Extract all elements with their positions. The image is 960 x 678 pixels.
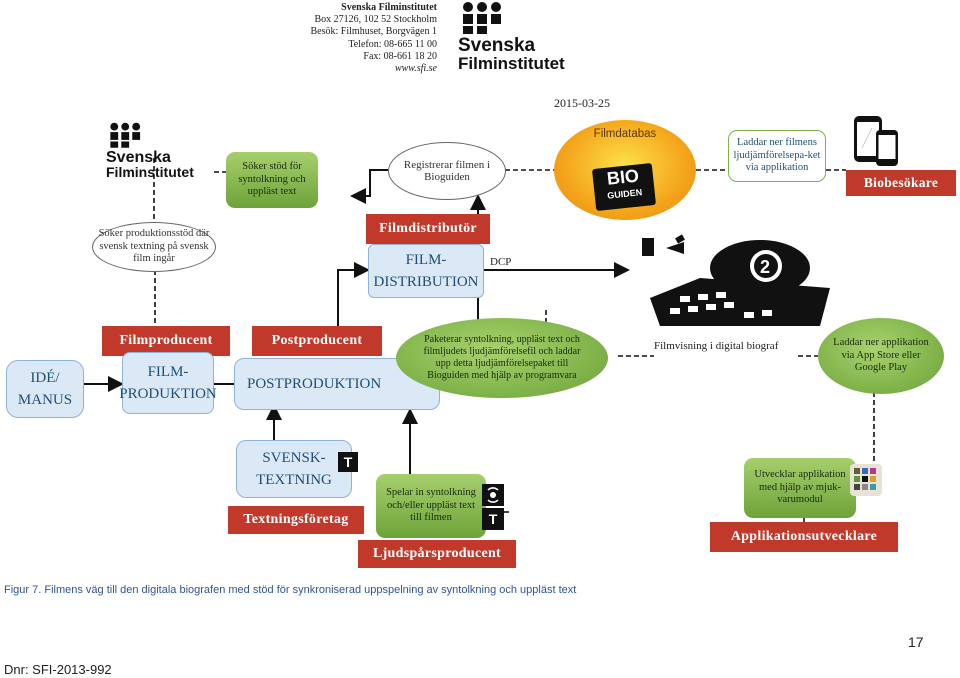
page-number: 17 — [908, 634, 924, 650]
address-line: Fax: 08-661 18 20 — [363, 50, 437, 62]
dnr-label: Dnr: SFI-2013-992 — [4, 662, 112, 677]
filmvisning-label: Filmvisning i digital biograf — [654, 340, 779, 352]
node-film-produktion: FILM-PRODUKTION — [119, 352, 217, 414]
node-paketerar: Paketerar syntolkning, uppläst text och … — [396, 318, 608, 398]
node-registrerar: Registrerar filmen i Bioguiden — [388, 142, 506, 200]
node-soker-produktionsstod: Söker produktionsstöd där svensk textnin… — [92, 222, 216, 272]
org-address-block: Svenska Filminstitutet Box 27126, 102 52… — [300, 2, 437, 75]
address-line: Telefon: 08-665 11 00 — [348, 38, 437, 50]
node-film-distribution: FILM-DISTRIBUTION — [368, 244, 484, 298]
node-utvecklar: Utvecklar applikation med hjälp av mjuk-… — [744, 458, 856, 518]
cinema-illustration-icon: 2 — [640, 228, 836, 326]
node-ide-manus: IDÉ/ MANUS — [6, 360, 84, 418]
node-soker-stod: Söker stöd för syntolkning och uppläst t… — [226, 152, 318, 208]
label-filmproducent: Filmproducent — [102, 326, 230, 356]
bioguiden-logo-icon: BIO GUIDEN — [591, 162, 657, 212]
label-textningsforetag: Textningsföretag — [228, 506, 364, 534]
org-url[interactable]: www.sfi.se — [394, 63, 437, 75]
sfi-logo-mark-icon — [463, 2, 501, 34]
logo-line2: Filminstitutet — [458, 54, 565, 73]
label-biobesokare: Biobesökare — [846, 170, 956, 196]
sfi-logo-mark-icon — [110, 122, 141, 148]
label-ljudsparsproducent: Ljudspårsproducent — [358, 540, 516, 568]
label-filmdistributor: Filmdistributör — [366, 214, 490, 244]
left-logo-line2: Filminstitutet — [106, 164, 194, 180]
node-laddar-ner: Laddar ner filmens ljudjämförelsepa-ket … — [728, 130, 826, 182]
t-caption-icon-2: T — [482, 508, 504, 530]
label-postproducent: Postproducent — [252, 326, 382, 356]
address-line: Besök: Filmhuset, Borgvägen 1 — [310, 26, 437, 38]
app-icons-icon — [848, 462, 884, 498]
figure-caption: Figur 7. Filmens väg till den digitala b… — [4, 584, 577, 596]
document-date: 2015-03-25 — [554, 96, 610, 110]
logo-line1: Svenska — [458, 35, 536, 56]
node-svensk-textning: SVENSK-TEXTNING — [236, 440, 352, 498]
t-caption-icon: T — [338, 452, 358, 472]
node-laddar-ner-app: Laddar ner applikation via App Store ell… — [818, 318, 944, 394]
address-line: Box 27126, 102 52 Stockholm — [314, 14, 437, 26]
left-logo-line1: Svenska — [106, 149, 171, 166]
label-applikationsutvecklare: Applikationsutvecklare — [710, 522, 898, 552]
sfi-logo-header: Svenska Filminstitutet — [458, 2, 578, 72]
org-name: Svenska Filminstitutet — [341, 2, 437, 13]
cinema-number-label: 2 — [760, 257, 770, 277]
sfi-logo-left: Svenska Filminstitutet — [106, 122, 206, 180]
node-filmdatabas: Filmdatabas BIO GUIDEN — [554, 120, 696, 220]
audio-description-icon — [482, 484, 504, 506]
filmdatabas-label: Filmdatabas — [593, 128, 657, 140]
dcp-label: DCP — [490, 256, 512, 268]
smartphones-icon — [852, 114, 902, 168]
node-spelar-in: Spelar in syntolkning och/eller uppläst … — [376, 474, 486, 538]
